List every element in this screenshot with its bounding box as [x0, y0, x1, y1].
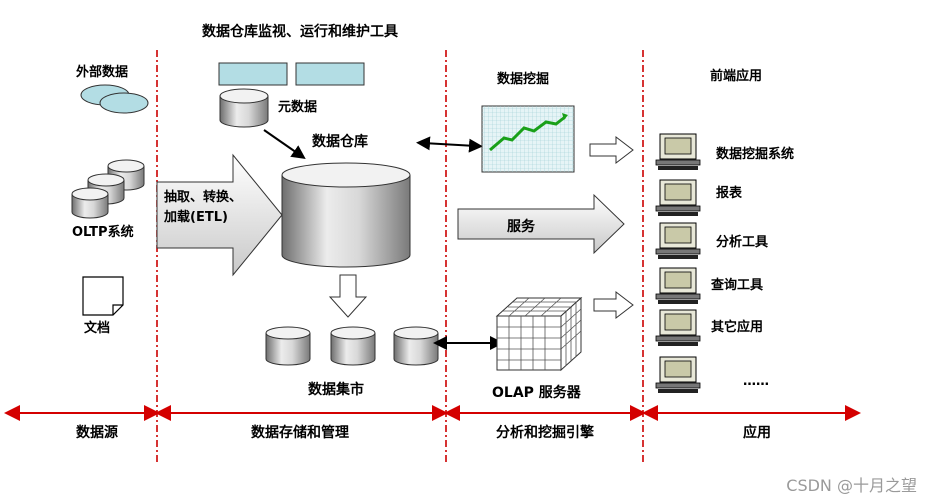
- app-label-4: 其它应用: [711, 319, 763, 335]
- app-label-1: 报表: [716, 185, 743, 201]
- data-mart-cylinders: [265, 326, 439, 366]
- app-label-5: ……: [743, 374, 769, 389]
- oltp-label: OLTP系统: [72, 224, 134, 240]
- mining-title: 数据挖掘: [497, 71, 549, 87]
- computer-terminal-icon: [655, 133, 701, 170]
- olap-to-apps-arrow: [593, 290, 634, 320]
- metadata-arrow: [263, 129, 306, 159]
- computer-terminal-icon: [655, 267, 701, 304]
- olap-cube-icon: [495, 296, 583, 372]
- external-data-label: 外部数据: [75, 64, 128, 80]
- frontend-terminals: [655, 133, 701, 393]
- computer-terminal-icon: [655, 222, 701, 259]
- frontend-title: 前端应用: [710, 68, 762, 84]
- document-icon: [82, 276, 124, 316]
- database-cylinder-icon: [71, 187, 109, 219]
- etl-arrow: [156, 153, 283, 277]
- data-warehouse-label: 数据仓库: [312, 133, 368, 150]
- computer-terminal-icon: [655, 179, 701, 216]
- computer-terminal-icon: [655, 356, 701, 393]
- app-label-0: 数据挖掘系统: [716, 146, 794, 162]
- etl-label-line1: 抽取、转换、: [164, 189, 242, 205]
- metadata-cylinder-icon: [219, 88, 269, 128]
- metadata-label: 元数据: [278, 99, 317, 115]
- trend-chart-icon: [481, 105, 575, 173]
- computer-terminal-icon: [655, 309, 701, 346]
- bottom-label-engine: 分析和挖掘引擎: [496, 424, 594, 441]
- data-mart-label: 数据集市: [308, 381, 364, 398]
- external-data-icon: [80, 84, 149, 114]
- database-cylinder-icon: [265, 326, 311, 366]
- olap-server-label: OLAP 服务器: [492, 384, 582, 401]
- oltp-database-icons: [71, 159, 145, 219]
- section-dividers: [156, 50, 644, 462]
- etl-label-line2: 加载(ETL): [163, 209, 228, 225]
- bottom-label-apps: 应用: [743, 424, 771, 441]
- warehouse-mining-connector: [416, 136, 483, 153]
- database-cylinder-icon: [393, 326, 439, 366]
- watermark: CSDN @十月之望: [786, 476, 917, 495]
- app-label-3: 查询工具: [710, 277, 763, 293]
- documents-label: 文档: [84, 320, 110, 336]
- mining-to-apps-arrow: [589, 135, 634, 165]
- down-arrow: [328, 274, 368, 318]
- service-arrow: [457, 193, 625, 255]
- bottom-label-sources: 数据源: [76, 424, 118, 441]
- app-label-2: 分析工具: [716, 234, 768, 250]
- monitoring-tool-panels: [218, 62, 365, 86]
- data-warehouse-cylinder-icon: [281, 162, 411, 268]
- service-label: 服务: [507, 218, 536, 235]
- database-cylinder-icon: [330, 326, 376, 366]
- bottom-label-storage: 数据存储和管理: [251, 424, 349, 441]
- tools-title: 数据仓库监视、运行和维护工具: [202, 23, 398, 40]
